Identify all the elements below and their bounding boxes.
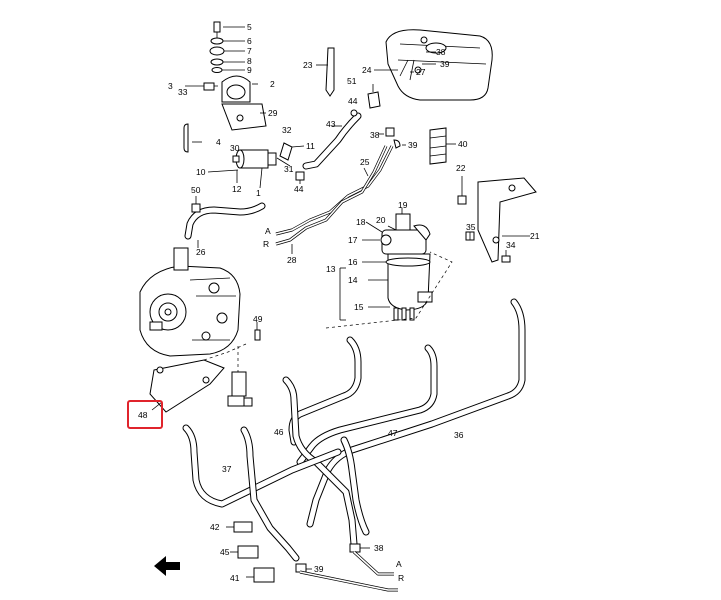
callout-19: 19 — [398, 200, 408, 210]
callout-26: 26 — [196, 247, 206, 257]
callout-20: 20 — [376, 215, 386, 225]
callout-35: 35 — [466, 222, 476, 232]
ref-a-upper: A — [265, 226, 271, 236]
clip-38-39-upper — [378, 127, 406, 149]
callout-10: 10 — [196, 167, 206, 177]
clip-part-4 — [183, 123, 202, 153]
callout-38-bottom: 38 — [374, 543, 384, 553]
hose-lower-center — [340, 436, 370, 536]
return-lines-lower — [299, 550, 398, 592]
mount-bracket — [185, 75, 267, 131]
callout-15: 15 — [354, 302, 364, 312]
hose-47 — [296, 344, 438, 466]
fuel-tank — [374, 29, 493, 101]
callout-51: 51 — [347, 76, 357, 86]
callout-31: 31 — [284, 164, 294, 174]
injection-pump — [139, 247, 241, 357]
callout-28: 28 — [287, 255, 297, 265]
callout-37: 37 — [222, 464, 232, 474]
callout-29: 29 — [268, 108, 278, 118]
callout-11: 11 — [306, 141, 315, 151]
callout-32: 32 — [282, 125, 292, 135]
ref-a-lower: A — [396, 559, 402, 569]
hose-43 — [302, 109, 362, 170]
ref-r-lower: R — [398, 573, 404, 583]
callout-4: 4 — [216, 137, 221, 147]
callout-47: 47 — [388, 428, 398, 438]
hose-lower-vertical — [240, 426, 300, 562]
callout-34: 34 — [506, 240, 516, 250]
callout-3: 3 — [168, 81, 173, 91]
callout-46: 46 — [274, 427, 284, 437]
callout-16: 16 — [348, 257, 358, 267]
clip-42 — [226, 521, 253, 533]
callout-9: 9 — [247, 65, 252, 75]
callout-50: 50 — [191, 185, 201, 195]
callout-25: 25 — [360, 157, 370, 167]
callout-24: 24 — [362, 65, 372, 75]
clip-38-lower — [349, 543, 370, 553]
callout-44-lower: 44 — [294, 184, 304, 194]
clip-39-lower — [295, 563, 312, 573]
callout-6: 6 — [247, 36, 252, 46]
callout-12: 12 — [232, 184, 242, 194]
bracket-part-23 — [316, 47, 335, 97]
fuel-filter-assembly — [325, 208, 453, 329]
bolt-49 — [254, 322, 261, 341]
check-valve-51 — [367, 84, 381, 109]
engine-mount-stack — [209, 21, 245, 73]
callout-labels: 1 2 3 4 5 6 7 8 9 10 11 12 13 14 15 16 1… — [138, 22, 540, 583]
callout-1: 1 — [256, 188, 261, 198]
callout-40: 40 — [458, 139, 468, 149]
bracket-21 — [457, 176, 537, 263]
hose-37 — [182, 424, 342, 508]
callout-13: 13 — [326, 264, 336, 274]
callout-36: 36 — [454, 430, 464, 440]
callout-39-top: 39 — [440, 59, 450, 69]
callout-5: 5 — [247, 22, 252, 32]
fitting-pump-outlet — [227, 346, 253, 407]
callout-39-mid: 39 — [408, 140, 418, 150]
callout-48: 48 — [138, 410, 148, 420]
callout-27: 27 — [416, 67, 426, 77]
callout-18: 18 — [356, 217, 366, 227]
callout-42: 42 — [210, 522, 220, 532]
callout-33: 33 — [178, 87, 188, 97]
callout-8: 8 — [247, 56, 252, 66]
callout-22: 22 — [456, 163, 466, 173]
clip-41 — [246, 567, 275, 583]
callout-39-bottom: 39 — [314, 564, 324, 574]
highlight-box-48 — [127, 400, 163, 429]
clip-45 — [230, 545, 259, 559]
callout-45: 45 — [220, 547, 230, 557]
callout-38-mid: 38 — [370, 130, 380, 140]
hose-36 — [306, 298, 526, 528]
solenoid-assembly — [207, 142, 305, 189]
bracket-48 — [149, 343, 247, 413]
callout-21: 21 — [530, 231, 540, 241]
callout-14: 14 — [348, 275, 358, 285]
clip-44-lower — [295, 171, 305, 184]
ref-r-upper: R — [263, 239, 269, 249]
callout-2: 2 — [270, 79, 275, 89]
callout-17: 17 — [348, 235, 358, 245]
callout-30: 30 — [230, 143, 240, 153]
callout-7: 7 — [247, 46, 252, 56]
fuel-lines-25-28 — [275, 145, 394, 254]
clamp-40 — [429, 127, 456, 165]
callout-38-top: 38 — [436, 47, 446, 57]
callout-44-upper: 44 — [348, 96, 358, 106]
callout-43: 43 — [326, 119, 336, 129]
hose-26 — [184, 196, 266, 248]
callout-23: 23 — [303, 60, 313, 70]
callout-41: 41 — [230, 573, 240, 583]
callout-49: 49 — [253, 314, 263, 324]
front-direction-arrow-icon — [154, 556, 180, 576]
